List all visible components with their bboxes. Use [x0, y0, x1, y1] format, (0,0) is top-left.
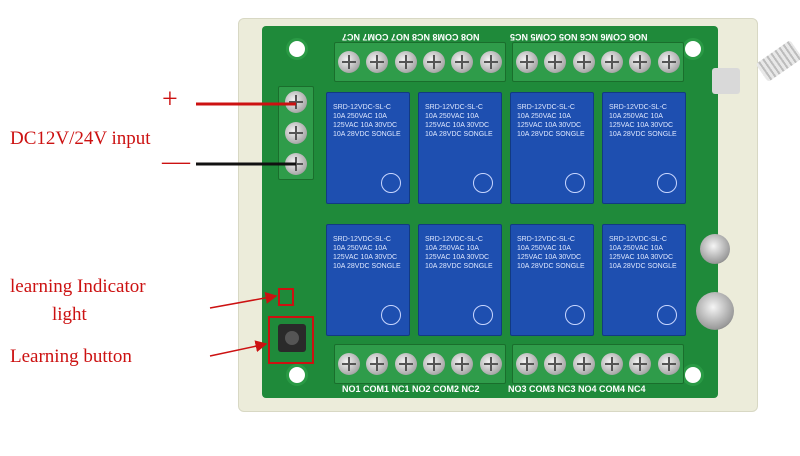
silkscreen-bottom-left: NO1 COM1 NC1 NO2 COM2 NC2 [342, 384, 480, 394]
relay-marking: SRD-12VDC-SL-C 10A 250VAC 10A 125VAC 10A… [517, 236, 585, 270]
antenna-coil [755, 40, 800, 83]
screw-terminal [516, 353, 539, 375]
relay-4: SRD-12VDC-SL-C 10A 250VAC 10A 125VAC 10A… [602, 92, 686, 204]
power-terminal-block [278, 86, 314, 180]
screw-terminal [657, 51, 680, 73]
capacitor [696, 292, 734, 330]
relay-marking: SRD-12VDC-SL-C 10A 250VAC 10A 125VAC 10A… [425, 104, 493, 138]
learning-button-cap[interactable] [285, 331, 299, 345]
screw-terminal [572, 353, 595, 375]
screw-terminal [366, 353, 389, 375]
screw-terminal [629, 353, 652, 375]
screw-terminal [285, 91, 307, 114]
minus-symbol: — [162, 146, 190, 177]
certification-mark-icon [657, 305, 677, 325]
relay-marking: SRD-12VDC-SL-C 10A 250VAC 10A 125VAC 10A… [333, 236, 401, 270]
relay-marking: SRD-12VDC-SL-C 10A 250VAC 10A 125VAC 10A… [517, 104, 585, 138]
certification-mark-icon [657, 173, 677, 193]
silkscreen-top-right: NO6 COM6 NC6 NO5 COM5 NC5 [510, 32, 648, 42]
certification-mark-icon [565, 173, 585, 193]
relay-7: SRD-12VDC-SL-C 10A 250VAC 10A 125VAC 10A… [510, 224, 594, 336]
terminal-block-top-right [512, 42, 684, 82]
learning-indicator-label-line2: light [52, 304, 87, 325]
screw-terminal [366, 51, 389, 73]
certification-mark-icon [565, 305, 585, 325]
screw-terminal [544, 51, 567, 73]
screw-terminal [394, 353, 417, 375]
screw-terminal [479, 353, 502, 375]
mount-hole-bottom-left [286, 364, 308, 386]
relay-2: SRD-12VDC-SL-C 10A 250VAC 10A 125VAC 10A… [418, 92, 502, 204]
certification-mark-icon [473, 173, 493, 193]
learning-button-label: Learning button [10, 346, 132, 367]
screw-terminal [479, 51, 502, 73]
antenna [712, 40, 800, 96]
terminal-block-bottom-right [512, 344, 684, 384]
antenna-base [712, 68, 740, 94]
relay-1: SRD-12VDC-SL-C 10A 250VAC 10A 125VAC 10A… [326, 92, 410, 204]
learning-indicator-label: learning Indicator [10, 276, 146, 297]
screw-terminal [544, 353, 567, 375]
silkscreen-top-left: NO8 COM8 NC8 NO7 COM7 NC7 [342, 32, 480, 42]
mount-hole-top-right [682, 38, 704, 60]
relay-5: SRD-12VDC-SL-C 10A 250VAC 10A 125VAC 10A… [326, 224, 410, 336]
screw-terminal [572, 51, 595, 73]
relay-marking: SRD-12VDC-SL-C 10A 250VAC 10A 125VAC 10A… [609, 104, 677, 138]
screw-terminal [423, 51, 446, 73]
screw-terminal [423, 353, 446, 375]
certification-mark-icon [473, 305, 493, 325]
terminal-block-top-left [334, 42, 506, 82]
power-input-label: DC12V/24V input [10, 128, 151, 149]
screw-terminal [338, 353, 361, 375]
terminal-block-bottom-left [334, 344, 506, 384]
relay-marking: SRD-12VDC-SL-C 10A 250VAC 10A 125VAC 10A… [425, 236, 493, 270]
screw-terminal [451, 51, 474, 73]
silkscreen-bottom-right: NO3 COM3 NC3 NO4 COM4 NC4 [508, 384, 646, 394]
relay-8: SRD-12VDC-SL-C 10A 250VAC 10A 125VAC 10A… [602, 224, 686, 336]
plus-symbol: + [162, 84, 178, 115]
screw-terminal [285, 121, 307, 144]
screw-terminal [601, 51, 624, 73]
capacitor [700, 234, 730, 264]
screw-terminal [601, 353, 624, 375]
indicator-highlight [278, 288, 294, 306]
screw-terminal [516, 51, 539, 73]
relay-marking: SRD-12VDC-SL-C 10A 250VAC 10A 125VAC 10A… [333, 104, 401, 138]
certification-mark-icon [381, 173, 401, 193]
screw-terminal [338, 51, 361, 73]
screw-terminal [629, 51, 652, 73]
screw-terminal [394, 51, 417, 73]
mount-hole-top-left [286, 38, 308, 60]
mount-hole-bottom-right [682, 364, 704, 386]
pcb-board [262, 26, 718, 398]
certification-mark-icon [381, 305, 401, 325]
button-highlight [268, 316, 314, 364]
screw-terminal [285, 152, 307, 175]
screw-terminal [451, 353, 474, 375]
relay-marking: SRD-12VDC-SL-C 10A 250VAC 10A 125VAC 10A… [609, 236, 677, 270]
screw-terminal [657, 353, 680, 375]
relay-6: SRD-12VDC-SL-C 10A 250VAC 10A 125VAC 10A… [418, 224, 502, 336]
relay-3: SRD-12VDC-SL-C 10A 250VAC 10A 125VAC 10A… [510, 92, 594, 204]
